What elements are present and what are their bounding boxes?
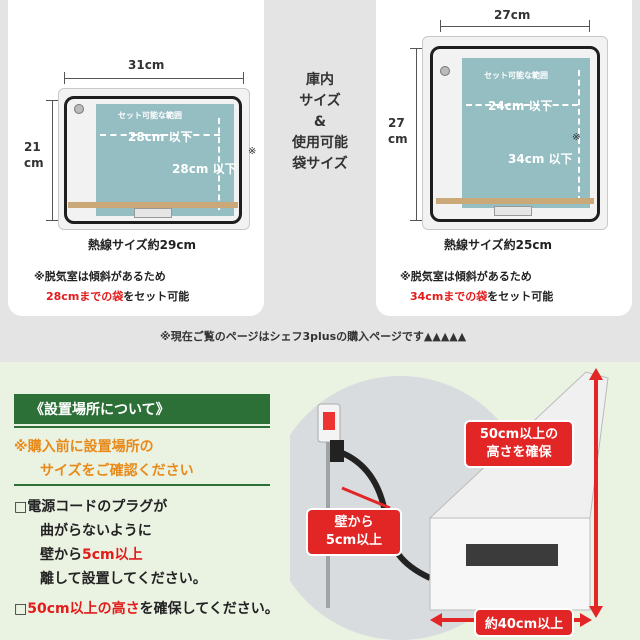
left-screw-icon	[74, 104, 84, 114]
left-note-line2: 28cmまでの袋をセット可能	[46, 288, 189, 304]
purchase-page-notice: ※現在ご覧のページはシェフ3plusの購入ページです▲▲▲▲▲	[160, 330, 467, 343]
center-title-line3: &	[313, 114, 327, 130]
left-height-arrow	[218, 118, 220, 210]
width-arrow-right	[580, 613, 592, 627]
wall-label-line1: 壁から	[334, 515, 374, 530]
right-set-area	[462, 58, 590, 208]
left-width-line	[64, 78, 244, 79]
power-plug	[330, 440, 344, 462]
left-caption: 熱線サイズ約29cm	[88, 238, 196, 252]
height-arrow-top	[589, 368, 603, 380]
width-arrow-left	[430, 613, 442, 627]
center-title-line2: サイズ	[299, 93, 341, 109]
item1-line2: 曲がらないように	[40, 523, 152, 539]
width-requirement-label: 約40cm以上	[474, 608, 574, 637]
left-note-red: 28cmまでの袋	[46, 290, 124, 303]
right-screw-icon	[440, 66, 450, 76]
center-title: 庫内 サイズ & 使用可能 袋サイズ	[270, 70, 370, 175]
right-width-line	[440, 26, 590, 27]
left-set-area	[96, 104, 234, 216]
banner-underline	[14, 426, 270, 428]
right-note-line1: ※脱気室は傾斜があるため	[400, 270, 532, 283]
right-note-red: 34cmまでの袋	[410, 290, 488, 303]
right-seal-bar	[436, 198, 594, 204]
installation-photo	[290, 368, 640, 640]
wall-gap-arrow	[341, 486, 391, 510]
height-label-line1: 50cm以上の	[479, 427, 559, 442]
left-seal-bar	[68, 202, 238, 208]
right-gasket	[430, 46, 600, 222]
center-title-line5: 袋サイズ	[292, 156, 348, 172]
left-height-line	[52, 100, 53, 220]
left-note-line1: ※脱気室は傾斜があるため	[34, 270, 166, 283]
item2-red: 50cm以上の高さ	[27, 601, 140, 617]
right-asterisk: ※	[572, 132, 581, 143]
right-inner-width: 24cm 以下	[488, 99, 553, 113]
right-width-arrow	[466, 104, 578, 106]
left-height-label-num: 21	[24, 140, 41, 154]
left-set-area-label: セット可能な範囲	[118, 111, 182, 120]
item2-line: □50cm以上の高さを確保してください。	[14, 598, 279, 618]
height-arrow-bottom	[589, 606, 603, 618]
installation-banner: 《設置場所について》	[14, 394, 270, 424]
left-height-tick-a	[46, 100, 58, 101]
wall-gap-label: 壁から 5cm以上	[306, 508, 402, 556]
right-set-area-label: セット可能な範囲	[484, 71, 548, 80]
left-handle	[134, 208, 172, 218]
right-height-line	[416, 48, 417, 220]
item2-rest: を確保してください。	[139, 601, 279, 617]
left-gasket	[64, 96, 242, 224]
left-height-label-unit: cm	[24, 156, 44, 170]
height-label-line2: 高さを確保	[486, 445, 552, 460]
right-note-line2: 34cmまでの袋をセット可能	[410, 288, 553, 304]
left-width-tick-b	[243, 72, 244, 84]
center-title-line1: 庫内	[306, 72, 334, 88]
item1-line4: 離して設置してください。	[40, 571, 207, 587]
right-note-rest: をセット可能	[487, 290, 554, 303]
right-height-label-num: 27	[388, 116, 405, 130]
item1-line3-red: 5cm以上	[82, 547, 143, 563]
height-requirement-label: 50cm以上の 高さを確保	[464, 420, 574, 468]
left-width-label: 31cm	[128, 58, 165, 72]
right-height-label-unit: cm	[388, 132, 408, 146]
right-height-tick-a	[410, 48, 422, 49]
wall-label-line2: 5cm以上	[325, 533, 383, 548]
center-title-line4: 使用可能	[292, 135, 348, 151]
item1-line3-a: 壁から	[40, 547, 82, 563]
left-inner-width: 28cm 以下	[128, 130, 193, 144]
outlet-switch	[323, 412, 335, 430]
item2-box: □	[14, 601, 28, 617]
right-inner-height: 34cm 以下	[508, 152, 573, 166]
warning-underline	[14, 484, 270, 486]
left-asterisk: ※	[248, 146, 257, 157]
left-height-tick-b	[46, 220, 58, 221]
right-width-tick-b	[589, 20, 590, 32]
right-height-arrow	[578, 70, 580, 202]
right-width-tick-a	[440, 20, 441, 32]
right-height-tick-b	[410, 220, 422, 221]
right-handle	[494, 206, 532, 216]
left-width-tick-a	[64, 72, 65, 84]
warning-line2: サイズをご確認ください	[40, 463, 194, 479]
item1-line1: □電源コードのプラグが	[14, 499, 168, 515]
right-caption: 熱線サイズ約25cm	[444, 238, 552, 252]
warning-line1: ※購入前に設置場所の	[14, 439, 154, 455]
left-note-rest: をセット可能	[123, 290, 190, 303]
item1-line3: 壁から5cm以上	[40, 544, 143, 564]
sealer-window	[466, 544, 558, 566]
installation-photo-svg	[290, 368, 640, 640]
left-width-arrow	[100, 134, 220, 136]
left-inner-height: 28cm 以下	[172, 162, 237, 176]
right-width-label: 27cm	[494, 8, 531, 22]
